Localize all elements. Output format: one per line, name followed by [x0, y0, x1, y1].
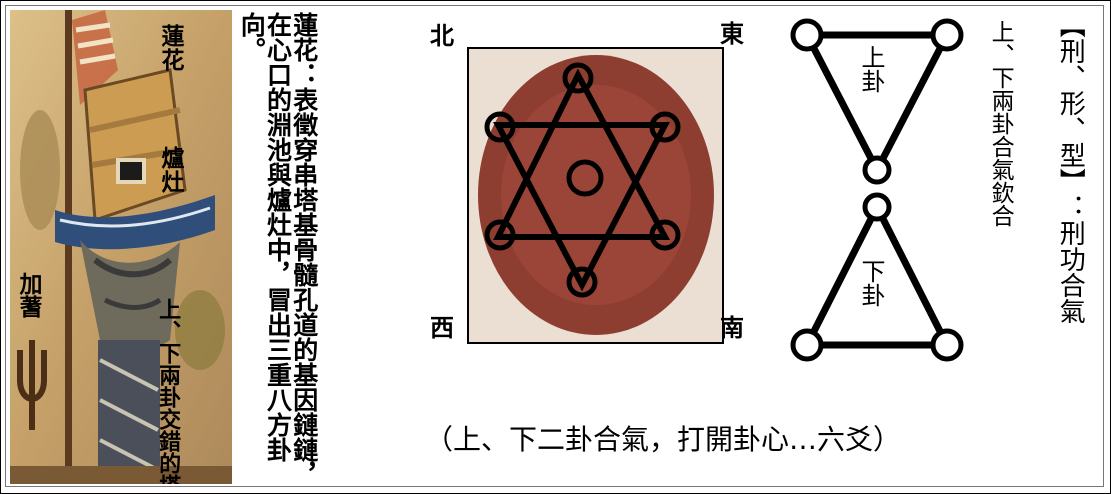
blue-band: [55, 195, 215, 250]
label-lotus: 蓮花: [157, 24, 183, 72]
lower-node-right: [930, 328, 964, 362]
lower-node-left: [790, 328, 824, 362]
node-lower-right: [649, 219, 681, 251]
node-center: [566, 159, 604, 197]
annotation-lotus: 蓮花：表徵穿串塔基骨髓孔道的基因鏈鏈，在心口的淵池與爐灶中，冒出三重八方卦向。: [237, 12, 319, 487]
bottom-caption: （上、下二卦合氣，打開卦心…六爻）: [425, 423, 902, 456]
trigram-side-caption: 上、下兩卦合氣欽合: [987, 20, 1014, 227]
node-bottom: [566, 266, 598, 298]
trigram-panel: 上卦 下卦: [785, 15, 975, 375]
label-east: 東: [720, 20, 744, 48]
label-lower-trigram: 下卦: [857, 259, 885, 307]
lower-node-top: [862, 192, 892, 222]
window-square: [116, 158, 146, 184]
node-lower-left: [484, 219, 516, 251]
label-south: 南: [720, 314, 744, 342]
right-note: 【刑、形、型】：刑功合氣: [1055, 12, 1086, 324]
label-upper-trigram: 上卦: [857, 45, 885, 93]
tower-upper: [83, 68, 187, 223]
pole: [65, 10, 72, 484]
upper-node-bottom: [862, 155, 892, 185]
lower-trigram-triangle: [801, 199, 953, 349]
upper-node-left: [790, 18, 824, 52]
painting: 蓮花 爐灶 加蓍 上、下兩卦交錯的塔基: [10, 10, 232, 484]
label-stupa-base: 上、下兩卦交錯的塔基: [155, 298, 181, 484]
node-upper-left: [484, 111, 516, 143]
node-upper-right: [649, 111, 681, 143]
label-stove: 爐灶: [157, 146, 183, 194]
downward-triangle: [493, 122, 670, 292]
label-west: 西: [430, 314, 454, 342]
label-north: 北: [430, 22, 454, 50]
trident: [17, 340, 47, 430]
upper-trigram-triangle: [801, 31, 953, 178]
node-top: [562, 62, 594, 94]
inner-frame: [5, 5, 1104, 487]
upper-node-right: [930, 18, 964, 52]
upward-triangle: [493, 68, 671, 240]
stupa-painting: [10, 10, 232, 484]
hexagram-panel: 北 東 西 南: [420, 20, 744, 360]
label-jia-zhu: 加蓍: [15, 272, 41, 318]
